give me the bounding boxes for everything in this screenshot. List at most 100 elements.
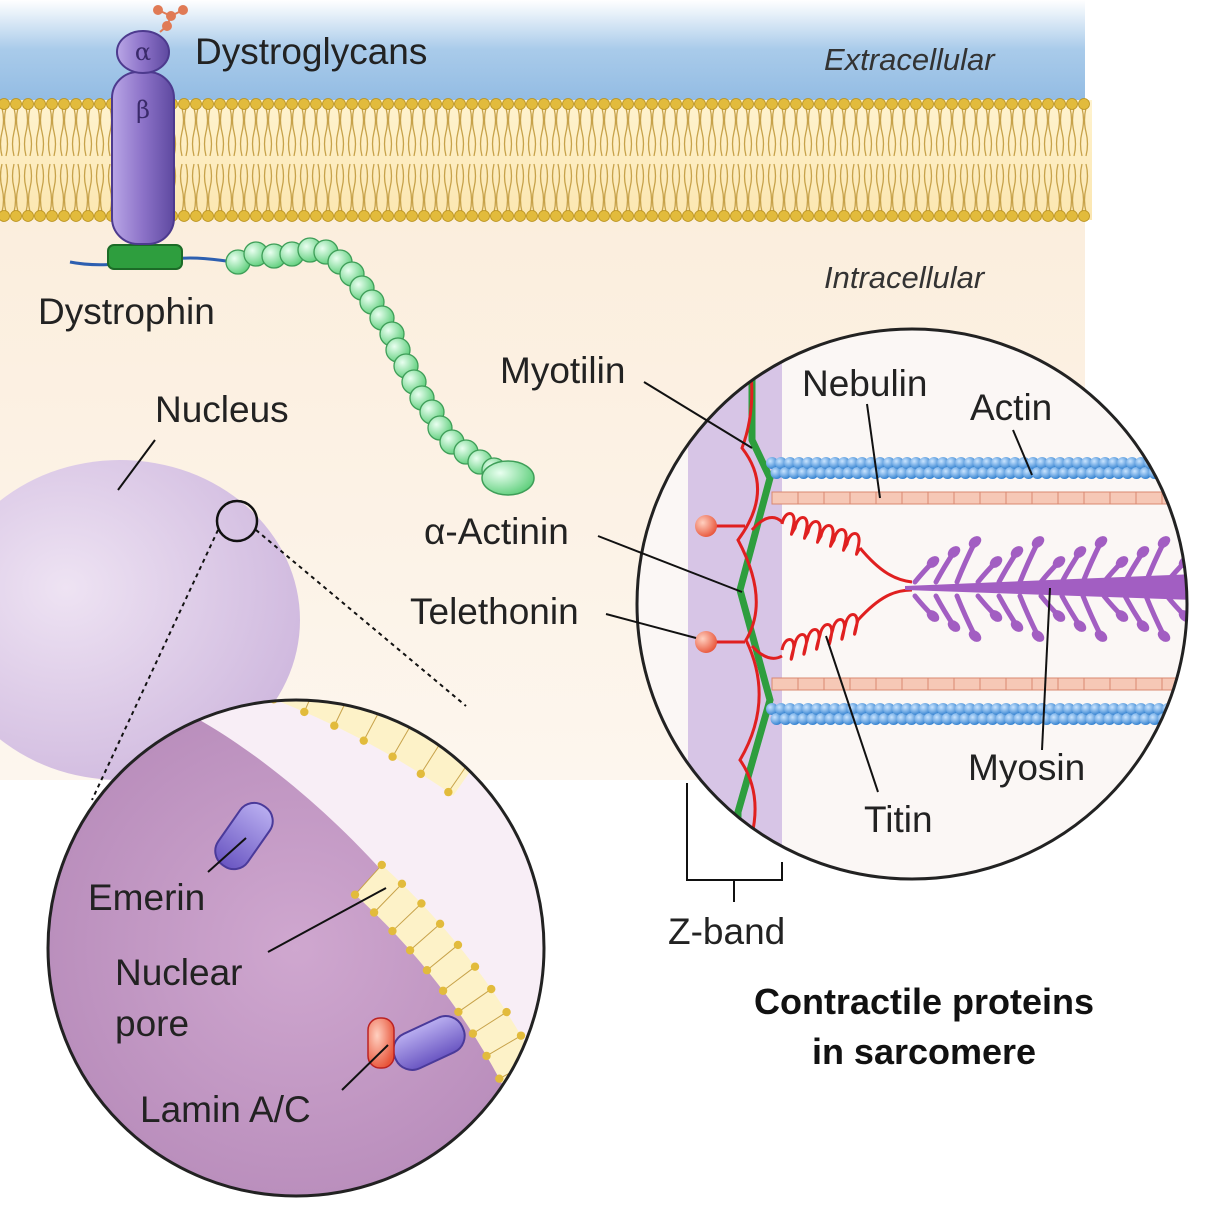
lipid-tail [411, 163, 417, 213]
lipid-head [586, 210, 598, 222]
lipid-tail [315, 163, 321, 213]
lipid-tail [327, 163, 333, 213]
actin-bead [1067, 467, 1080, 479]
lipid-tail [435, 107, 441, 157]
lipid-tail [683, 163, 689, 213]
lipid-tail [183, 163, 189, 213]
lipid-head [742, 210, 754, 222]
lipid-tail [939, 163, 945, 213]
lipid-tail [1011, 107, 1017, 157]
lipid-tail [95, 107, 101, 157]
lipid-head [190, 210, 202, 222]
actin-bead [883, 703, 895, 715]
lipid-head [994, 98, 1006, 110]
lipid-tail [51, 163, 57, 213]
lipid-head [517, 1121, 527, 1130]
lipid-tail [363, 163, 369, 213]
lipid-head [178, 98, 190, 110]
actin-bead [973, 457, 985, 469]
myosin-head [1073, 546, 1087, 558]
lipid-head [526, 210, 538, 222]
actin-bead [919, 457, 931, 469]
lipid-tail [486, 1035, 522, 1057]
actin-bead [842, 467, 855, 479]
actin-bead [815, 713, 828, 725]
lipid-head [490, 98, 502, 110]
actin-bead [995, 467, 1008, 479]
lipid-tail [779, 107, 785, 157]
actin-bead [1027, 703, 1039, 715]
lipid-head [34, 210, 46, 222]
lipid-head [550, 98, 562, 110]
lipid-head [514, 210, 526, 222]
lipid-head [682, 98, 694, 110]
lipid-head [422, 966, 432, 975]
lipid-head [334, 210, 346, 222]
lipid-tail [333, 700, 353, 726]
actin-bead [1058, 467, 1071, 479]
lipid-tail [1007, 107, 1013, 157]
lipid-head [850, 98, 862, 110]
actin-bead [1045, 457, 1057, 469]
lipid-head [1018, 98, 1030, 110]
lipid-tail [371, 163, 377, 213]
lipid-head [754, 98, 766, 110]
lipid-tail [723, 163, 729, 213]
lipid-tail [251, 163, 257, 213]
lipid-tail [719, 107, 725, 157]
lipid-tail [431, 107, 437, 157]
lipid-tail [723, 107, 729, 157]
lipid-tail [807, 107, 813, 157]
lipid-head [790, 210, 802, 222]
lipid-tail [471, 107, 477, 157]
actin-bead [838, 457, 850, 469]
lipid-head [542, 1080, 544, 1089]
label-intracellular: Intracellular [824, 260, 986, 295]
lipid-head [22, 210, 34, 222]
titin-strand [858, 547, 913, 584]
lipid-tail [11, 163, 17, 213]
lipid-tail [279, 107, 285, 157]
lipid-head [58, 210, 70, 222]
lipid-head [994, 210, 1006, 222]
lipid-tail [903, 107, 909, 157]
actin-bead [892, 703, 904, 715]
lipid-tail [731, 163, 737, 213]
lipid-tail [947, 107, 953, 157]
actin-bead [991, 457, 1003, 469]
lipid-tail [995, 107, 1001, 157]
actin-bead [820, 457, 832, 469]
lipid-tail [747, 163, 753, 213]
lipid-tail [663, 107, 669, 157]
actin-bead [811, 703, 823, 715]
lipid-head [322, 210, 334, 222]
lamin-protein [367, 1017, 395, 1069]
lipid-head [190, 98, 202, 110]
lipid-tail [447, 107, 453, 157]
lipid-tail [479, 163, 485, 213]
actin-bead [905, 713, 918, 725]
actin-bead [779, 713, 792, 725]
actin-bead [1067, 713, 1080, 725]
lipid-tail [83, 163, 89, 213]
lipid-head [369, 908, 379, 917]
lipid-tail [87, 107, 93, 157]
lipid-tail [419, 107, 425, 157]
actin-bead [1009, 703, 1021, 715]
lipid-tail [611, 163, 617, 213]
lipid-head [495, 1074, 504, 1083]
actin-bead [955, 703, 967, 715]
lipid-tail [491, 107, 497, 157]
actin-bead [964, 703, 976, 715]
lipid-tail [375, 107, 381, 157]
lipid-head [622, 210, 634, 222]
myosin-head [1052, 610, 1066, 622]
actin-bead [874, 703, 886, 715]
titin-spring [780, 613, 860, 661]
label-nuclear-pore-line2: pore [115, 1003, 189, 1044]
actin-bead [1009, 457, 1021, 469]
lipid-head [274, 210, 286, 222]
lipid-tail [987, 107, 993, 157]
caption-line1: Contractile proteins [754, 981, 1094, 1022]
lipid-tail [851, 107, 857, 157]
